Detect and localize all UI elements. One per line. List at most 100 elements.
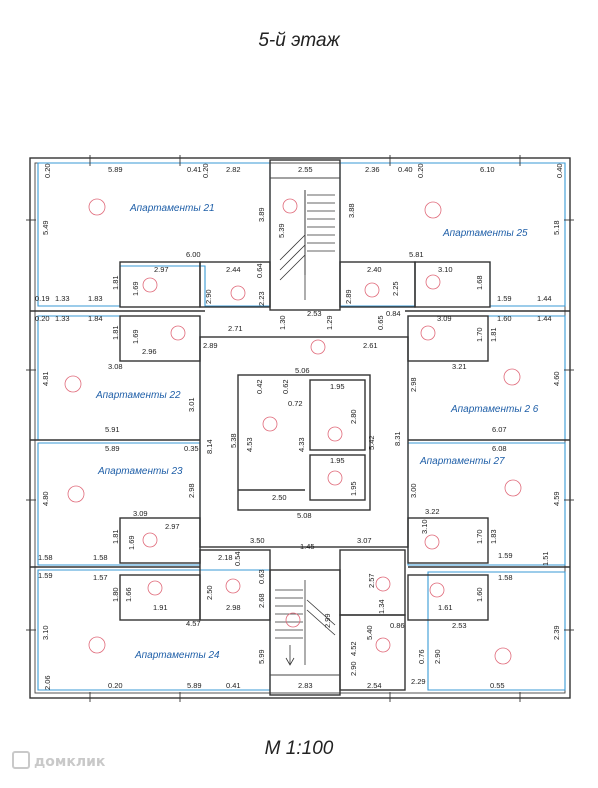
- dim-label: 1.45: [300, 542, 315, 551]
- apt26-label: Апартаменты 2 6: [450, 404, 539, 415]
- dim-label: 0.41: [226, 681, 241, 690]
- dim-label: 1.84: [88, 314, 103, 323]
- dim-label: 1.69: [127, 535, 136, 550]
- dim-label: 2.61: [363, 341, 378, 350]
- apt24-label: Апартаменты 24: [134, 650, 220, 661]
- dim-label: 2.96: [142, 347, 157, 356]
- apt28-boundary: [427, 571, 566, 691]
- dim-label: 2.54: [367, 681, 382, 690]
- dim-label: 4.57: [186, 619, 201, 628]
- outer-wall: [29, 157, 571, 699]
- dim-label: 0.63: [257, 569, 266, 584]
- dim-label: 6.00: [186, 250, 201, 259]
- dim-label: 2.06: [43, 675, 52, 690]
- dim-label: 5.39: [277, 223, 286, 238]
- apt23-boundary: [37, 442, 201, 566]
- dim-label: 0.54: [233, 551, 242, 566]
- dim-label: 3.22: [425, 507, 440, 516]
- watermark-logo: домклик: [12, 751, 105, 770]
- dim-label: 1.30: [278, 315, 287, 330]
- dim-label: 1.66: [124, 587, 133, 602]
- dim-label: 1.57: [93, 573, 108, 582]
- dim-label: 3.89: [257, 207, 266, 222]
- dim-label: 0.20: [416, 163, 425, 178]
- dim-label: 0.20: [35, 314, 50, 323]
- dim-label: 2.90: [349, 661, 358, 676]
- dim-label: 2.97: [154, 265, 169, 274]
- dim-label: 5.49: [41, 220, 50, 235]
- dim-label: 6.07: [492, 425, 507, 434]
- dim-label: 0.76: [417, 649, 426, 664]
- dim-label: 2.89: [203, 341, 218, 350]
- dim-label: 2.97: [165, 522, 180, 531]
- dim-label: 0.42: [255, 379, 264, 394]
- dim-label: 5.81: [409, 250, 424, 259]
- dim-label: 0.64: [255, 263, 264, 278]
- dim-label: 1.60: [475, 587, 484, 602]
- dim-label: 3.09: [437, 314, 452, 323]
- dim-label: 2.50: [272, 493, 287, 502]
- dim-label: 2.29: [411, 677, 426, 686]
- dim-label: 2.80: [349, 409, 358, 424]
- dim-label: 5.42: [367, 435, 376, 450]
- apt27-label: Апартаменты 27: [419, 456, 505, 467]
- dim-label: 5.40: [365, 625, 374, 640]
- dim-label: 6.08: [492, 444, 507, 453]
- scale-label: М 1:100: [264, 738, 334, 759]
- dim-label: 1.69: [131, 281, 140, 296]
- interior-walls: [30, 159, 570, 696]
- dim-label: 3.07: [357, 536, 372, 545]
- dim-label: 2.55: [298, 165, 313, 174]
- dim-label: 0.55: [490, 681, 505, 690]
- dim-label: 3.01: [187, 397, 196, 412]
- dim-label: 0.62: [281, 379, 290, 394]
- dim-label: 2.83: [298, 681, 313, 690]
- apt26-boundary: [407, 315, 566, 441]
- dim-label: 8.14: [205, 439, 214, 454]
- dim-label: 0.86: [390, 621, 405, 630]
- dim-label: 1.44: [537, 314, 552, 323]
- dim-label: 2.44: [226, 265, 241, 274]
- dim-label: 4.80: [41, 491, 50, 506]
- dim-label: 1.61: [438, 603, 453, 612]
- dim-label: 4.52: [349, 641, 358, 656]
- dim-label: 8.31: [393, 431, 402, 446]
- dim-label: 5.06: [295, 366, 310, 375]
- dim-label: 3.88: [347, 203, 356, 218]
- dim-label: 1.80: [111, 587, 120, 602]
- dim-label: 1.81: [111, 275, 120, 290]
- dim-label: 1.51: [541, 551, 550, 566]
- dim-label: 5.89: [108, 165, 123, 174]
- dim-label: 5.91: [105, 425, 120, 434]
- dim-label: 2.18: [218, 553, 233, 562]
- dim-label: 1.58: [93, 553, 108, 562]
- dim-label: 5.08: [297, 511, 312, 520]
- dim-label: 3.10: [438, 265, 453, 274]
- dim-label: 4.53: [245, 437, 254, 452]
- room-stamps: [64, 198, 522, 665]
- dim-label: 2.99: [323, 613, 332, 628]
- dim-label: 1.59: [497, 294, 512, 303]
- dim-label: 1.60: [497, 314, 512, 323]
- dim-label: 2.98: [409, 377, 418, 392]
- dim-label: 0.41: [187, 165, 202, 174]
- dim-label: 5.99: [257, 649, 266, 664]
- watermark-text: домклик: [34, 754, 106, 770]
- dim-label: 0.19: [35, 294, 50, 303]
- dim-label: 0.72: [288, 399, 303, 408]
- apt21-boundary: [37, 162, 271, 307]
- dim-label: 1.59: [498, 551, 513, 560]
- dim-label: 1.95: [349, 481, 358, 496]
- dim-label: 1.44: [537, 294, 552, 303]
- dim-label: 2.50: [205, 585, 214, 600]
- dim-label: 2.39: [552, 625, 561, 640]
- dim-label: 6.10: [480, 165, 495, 174]
- dim-label: 1.33: [55, 314, 70, 323]
- dim-label: 1.91: [153, 603, 168, 612]
- dim-label: 2.57: [367, 573, 376, 588]
- dim-label: 0.40: [398, 165, 413, 174]
- dim-label: 1.29: [325, 315, 334, 330]
- vertical-dimension-labels: 0.20 0.20 5.49 3.89 5.39 3.88 0.20 0.40 …: [41, 163, 564, 690]
- apt25-label: Апартаменты 25: [442, 228, 528, 239]
- dim-label: 1.33: [55, 294, 70, 303]
